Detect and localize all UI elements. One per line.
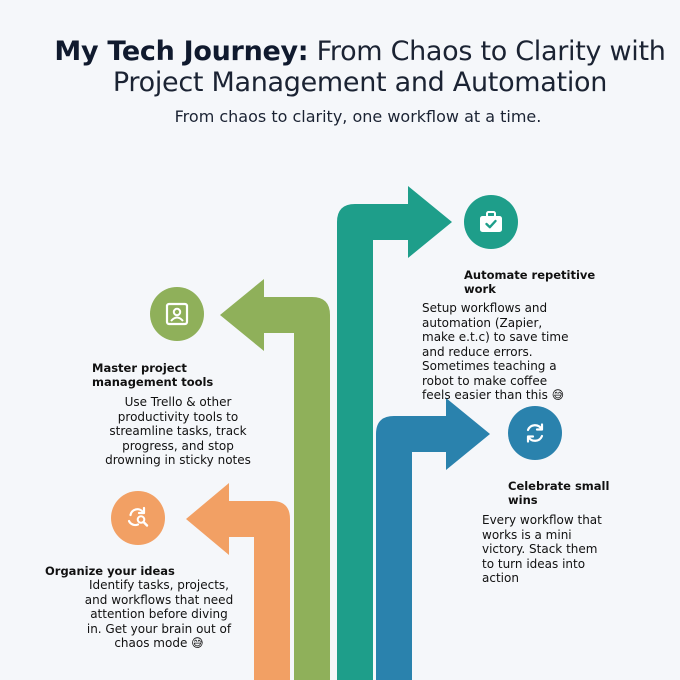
step-celebrate-heading: Celebrate small wins (508, 479, 610, 507)
teal-arrow (337, 186, 452, 680)
briefcase-check-glyph (480, 211, 502, 232)
page-title: My Tech Journey: From Chaos to Clarity w… (40, 36, 680, 98)
portrait-frame-glyph (165, 302, 189, 326)
title-bold: My Tech Journey: (54, 36, 309, 67)
step-automate-description: Setup workflows and automation (Zapier, … (422, 301, 569, 402)
green-arrow (220, 279, 330, 680)
step-organize-description: Identify tasks, projects, and workflows … (84, 578, 234, 650)
title-rest: From Chaos to Clarity with Project Manag… (112, 36, 666, 98)
orange-arrow (186, 483, 290, 680)
step-celebrate-description: Every workflow that works is a mini vict… (482, 513, 602, 585)
sync-arrows-icon (508, 406, 562, 460)
refresh-search-glyph (127, 506, 149, 527)
step-automate-heading: Automate repetitive work (464, 268, 596, 296)
page-subtitle: From chaos to clarity, one workflow at a… (174, 107, 542, 126)
portrait-frame-icon (150, 287, 204, 341)
blue-arrow (376, 398, 490, 680)
step-master-description: Use Trello & other productivity tools to… (105, 395, 251, 467)
briefcase-check-icon (464, 195, 518, 249)
step-master-heading: Master project management tools (92, 361, 214, 389)
refresh-search-icon (111, 491, 165, 545)
sync-arrows-glyph (526, 423, 544, 443)
step-organize-heading: Organize your ideas (45, 564, 175, 578)
